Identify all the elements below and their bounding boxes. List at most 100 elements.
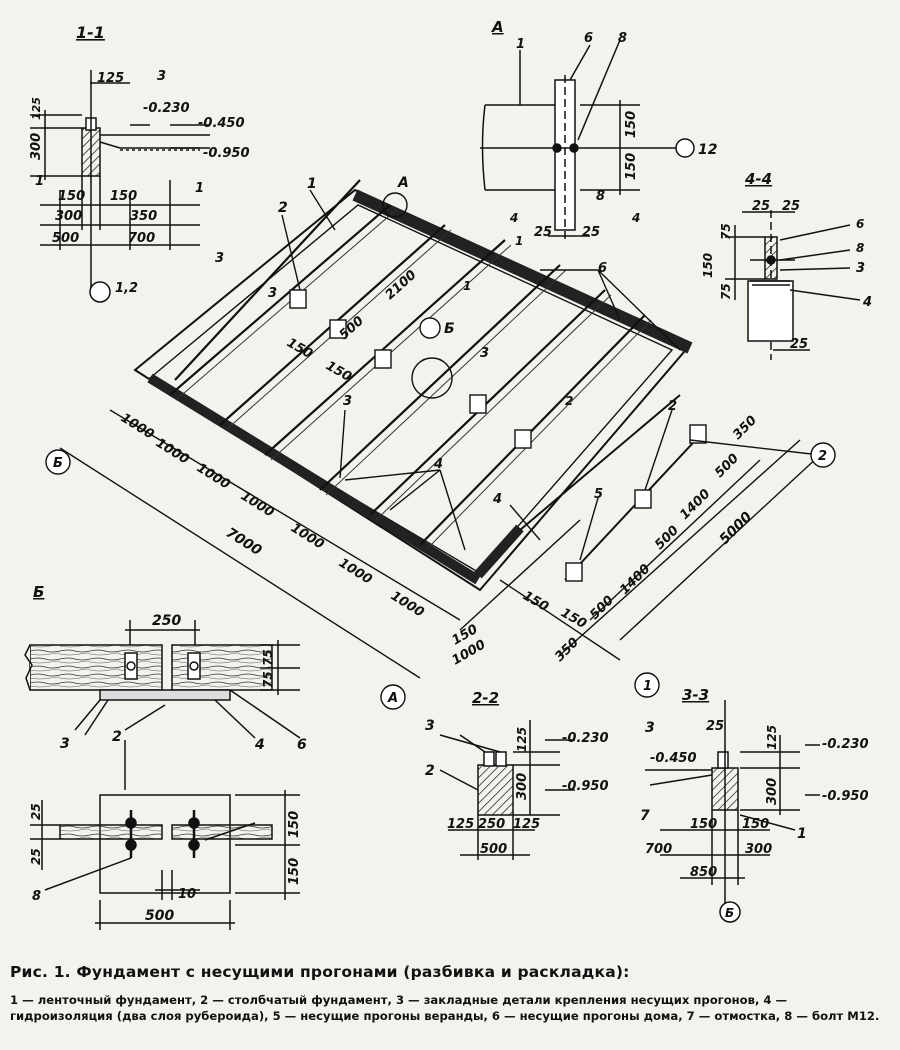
svg-text:6: 6: [584, 31, 593, 46]
svg-text:125: 125: [765, 725, 779, 750]
svg-text:8: 8: [32, 889, 41, 904]
svg-text:150: 150: [110, 189, 137, 204]
svg-text:150: 150: [624, 111, 639, 138]
svg-text:4: 4: [862, 295, 872, 310]
svg-text:3: 3: [343, 394, 352, 409]
figure-caption-legend: 1 — ленточный фундамент, 2 — столбчатый …: [10, 993, 880, 1023]
svg-text:300: 300: [745, 842, 772, 857]
svg-text:А: А: [387, 691, 398, 706]
svg-text:1: 1: [515, 234, 523, 248]
svg-text:1400: 1400: [677, 487, 713, 523]
svg-text:125: 125: [30, 97, 43, 120]
svg-text:850: 850: [690, 865, 717, 880]
svg-text:1: 1: [643, 679, 652, 694]
svg-text:2: 2: [425, 763, 435, 779]
svg-text:4: 4: [433, 457, 443, 472]
svg-text:8: 8: [856, 241, 864, 255]
svg-text:-0.950: -0.950: [822, 789, 869, 804]
svg-text:3: 3: [645, 720, 655, 736]
svg-text:-0.450: -0.450: [650, 751, 697, 766]
svg-text:3: 3: [215, 251, 224, 266]
svg-text:3: 3: [480, 346, 489, 361]
svg-text:6: 6: [856, 217, 864, 231]
svg-text:-0.230: -0.230: [143, 101, 190, 116]
svg-text:125: 125: [515, 727, 529, 752]
svg-text:1: 1: [35, 174, 44, 189]
svg-text:6: 6: [297, 737, 307, 753]
svg-text:1400: 1400: [617, 562, 653, 598]
svg-text:5000: 5000: [717, 509, 756, 548]
svg-text:125: 125: [447, 817, 474, 832]
svg-text:3: 3: [60, 736, 70, 752]
section-2-2: 2-2 3 2 125 -0.230 300 -0.950 125 250 12…: [425, 689, 609, 860]
svg-text:А: А: [397, 175, 409, 191]
svg-text:150: 150: [701, 253, 715, 278]
foundation-drawing: 1-1 125 3 -0.230 -0.450 -0.950 300 125 1…: [24, 18, 872, 930]
svg-text:3: 3: [268, 286, 277, 301]
svg-text:10: 10: [178, 887, 196, 902]
svg-text:1000: 1000: [153, 436, 192, 468]
section-1-1: 1-1 125 3 -0.230 -0.450 -0.950 300 125 1…: [29, 23, 250, 303]
section-a-title: А: [491, 18, 504, 36]
svg-text:150: 150: [558, 605, 589, 632]
svg-text:1000: 1000: [194, 461, 233, 493]
svg-text:25: 25: [29, 803, 43, 820]
svg-text:25: 25: [706, 719, 724, 734]
svg-text:1: 1: [516, 37, 525, 52]
svg-text:Б: Б: [444, 321, 455, 337]
svg-text:150: 150: [624, 153, 639, 180]
svg-text:500: 500: [712, 451, 742, 481]
svg-text:700: 700: [128, 231, 155, 246]
svg-text:1: 1: [797, 826, 807, 842]
svg-text:500: 500: [480, 842, 507, 857]
svg-text:2: 2: [112, 729, 122, 745]
svg-text:8: 8: [596, 189, 605, 204]
svg-text:Б: Б: [725, 906, 734, 920]
svg-text:75: 75: [719, 223, 733, 240]
svg-text:5: 5: [594, 487, 603, 502]
svg-text:500: 500: [145, 908, 174, 924]
svg-text:350: 350: [730, 413, 760, 443]
svg-text:1000: 1000: [336, 556, 375, 588]
svg-text:4: 4: [631, 211, 640, 225]
svg-text:500: 500: [652, 523, 682, 553]
section-b-title: Б: [33, 583, 44, 601]
svg-text:25: 25: [782, 199, 800, 214]
svg-text:25: 25: [582, 225, 600, 240]
svg-text:2: 2: [668, 399, 677, 414]
svg-text:2: 2: [565, 394, 573, 408]
svg-text:4: 4: [492, 492, 502, 507]
svg-text:300: 300: [515, 773, 530, 800]
svg-text:1000: 1000: [288, 521, 327, 553]
svg-text:25: 25: [752, 199, 770, 214]
svg-text:25: 25: [790, 337, 808, 352]
svg-text:7: 7: [640, 808, 650, 824]
svg-text:250: 250: [152, 613, 181, 629]
svg-text:-0.230: -0.230: [562, 731, 609, 746]
svg-text:-0.230: -0.230: [822, 737, 869, 752]
svg-text:300: 300: [55, 209, 82, 224]
section-1-1-title: 1-1: [76, 23, 105, 42]
svg-text:25: 25: [534, 225, 552, 240]
svg-text:-0.450: -0.450: [198, 116, 245, 131]
svg-text:4: 4: [509, 211, 518, 225]
section-b: Б: [24, 583, 307, 930]
section-3-3-title: 3-3: [682, 686, 709, 704]
svg-text:12: 12: [698, 142, 717, 158]
svg-text:-0.950: -0.950: [562, 779, 609, 794]
svg-text:1: 1: [195, 181, 204, 196]
svg-text:75: 75: [261, 649, 275, 666]
svg-text:7000: 7000: [223, 525, 265, 559]
svg-text:3: 3: [425, 718, 435, 734]
svg-text:75: 75: [719, 283, 733, 300]
svg-text:150: 150: [284, 335, 315, 362]
svg-text:150: 150: [690, 817, 717, 832]
svg-text:3: 3: [856, 261, 865, 276]
svg-text:Б: Б: [53, 456, 63, 471]
figure-caption-title: Рис. 1. Фундамент с несущими прогонами (…: [10, 963, 630, 981]
svg-text:500: 500: [52, 231, 79, 246]
svg-text:1: 1: [307, 176, 317, 192]
svg-text:250: 250: [478, 817, 505, 832]
svg-text:25: 25: [29, 848, 43, 865]
